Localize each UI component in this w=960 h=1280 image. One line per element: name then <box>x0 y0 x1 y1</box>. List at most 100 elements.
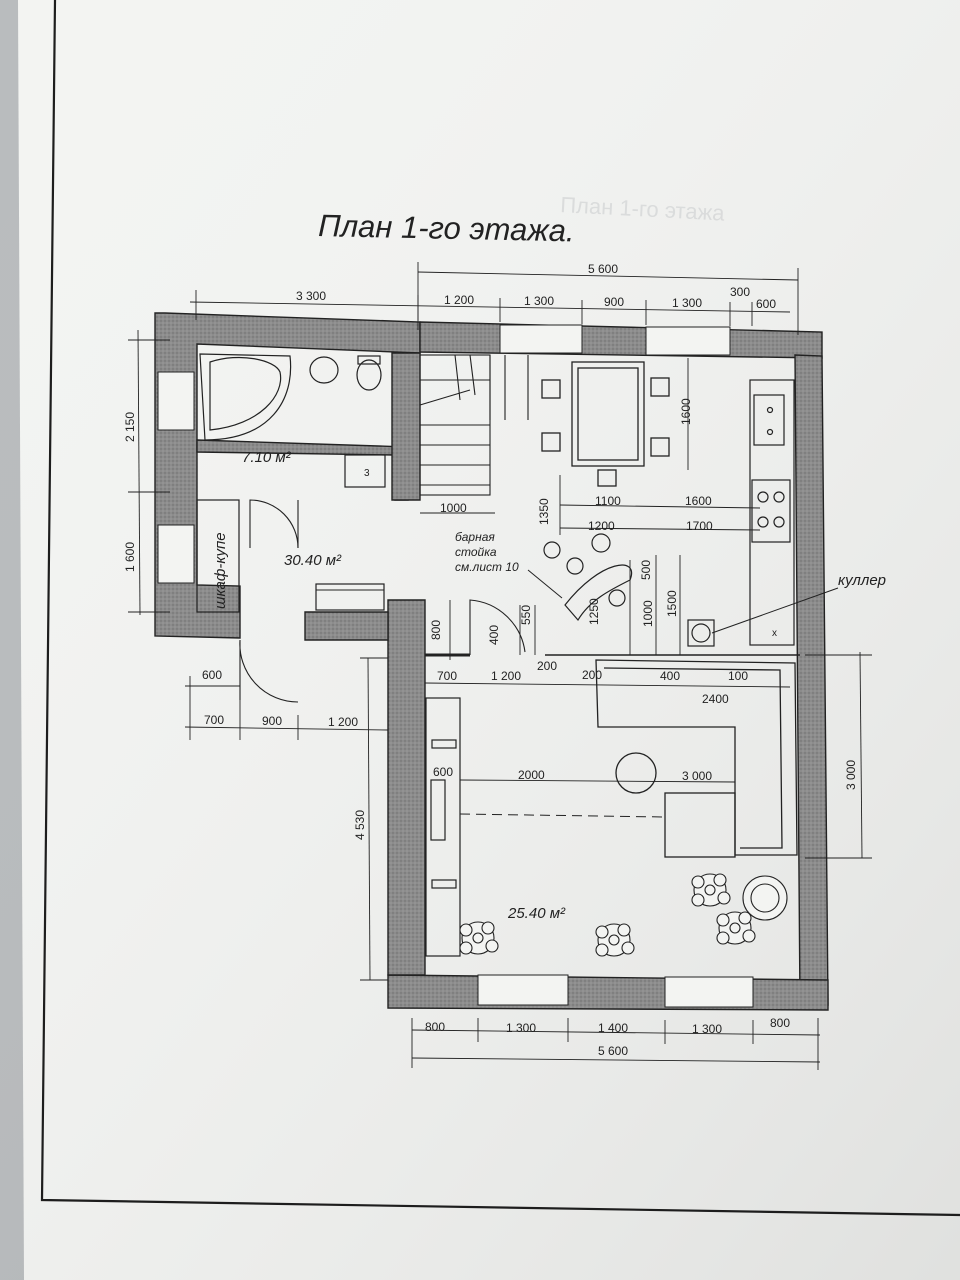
cabinet-mark: 3 <box>364 468 370 479</box>
dim-mid-2400: 2400 <box>702 692 729 706</box>
dim-base-800a: 800 <box>425 1020 445 1034</box>
dim-top-1200: 1 200 <box>444 293 474 307</box>
dim-mid-1200: 1 200 <box>491 669 521 683</box>
corner-bathtub <box>199 353 292 441</box>
window-bottom-2 <box>664 976 754 1008</box>
dimension-lines <box>128 262 872 1070</box>
wardrobe-box <box>196 499 240 613</box>
entrance-bench <box>315 583 385 611</box>
corner-sofa <box>595 659 798 858</box>
page-frame-line <box>40 0 960 1217</box>
dim-top-600: 600 <box>756 297 776 311</box>
bar-label-line3: см.лист 10 <box>455 560 519 574</box>
plan-title: План 1-го этажа. <box>318 208 575 248</box>
staircase <box>419 354 529 496</box>
cooler-label: куллер <box>838 572 886 589</box>
chair <box>597 469 617 487</box>
dim-mid-600: 600 <box>202 668 222 682</box>
dim-h-1100: 1100 <box>595 494 621 508</box>
bathroom-area-label: 7.10 м² <box>242 449 292 466</box>
washbasin <box>309 356 339 384</box>
windows <box>157 324 754 1008</box>
toilet-bowl <box>356 359 382 391</box>
dim-v-800: 800 <box>429 620 443 640</box>
chair <box>650 377 670 397</box>
plant <box>595 923 635 957</box>
fridge-mark: x <box>772 628 777 639</box>
dim-v-1000: 1000 <box>641 600 655 627</box>
window-bottom-1 <box>477 974 569 1006</box>
armchair-round <box>742 875 788 921</box>
dimension-labels: 5 600 3 300 1 200 1 300 900 1 300 300 60… <box>123 262 858 1058</box>
dim-base-1300a: 1 300 <box>506 1021 536 1035</box>
bathroom-door-swing <box>249 499 299 549</box>
dim-bot-700: 700 <box>204 713 224 727</box>
dim-base-1400: 1 400 <box>598 1021 628 1035</box>
dim-h-1700: 1700 <box>686 519 713 533</box>
cooktop <box>751 479 791 543</box>
plant <box>459 921 499 955</box>
bar-label-line2: стойка <box>455 545 497 559</box>
dim-mid-100: 100 <box>728 669 748 683</box>
chair <box>650 437 670 457</box>
dining-set <box>541 361 670 487</box>
dim-v-3000: 3 000 <box>844 760 858 790</box>
cabinet-box <box>344 454 386 488</box>
bar-label-line1: барная <box>455 530 495 544</box>
dim-h-1600: 1600 <box>685 494 712 508</box>
tv-stand <box>425 697 461 957</box>
dim-bot-900: 900 <box>262 714 282 728</box>
chair <box>541 432 561 452</box>
window-left-1 <box>157 371 195 431</box>
dim-base-1300b: 1 300 <box>692 1022 722 1036</box>
dim-bot-1200: 1 200 <box>328 715 358 729</box>
wardrobe-label: шкаф-купе <box>212 532 229 609</box>
sofa-chaise <box>664 792 736 858</box>
dim-v-400: 400 <box>487 625 501 645</box>
dim-v-500: 500 <box>639 560 653 580</box>
dim-in-2000: 2000 <box>518 768 545 782</box>
plant <box>691 873 731 907</box>
toilet-tank <box>357 355 381 365</box>
dim-in-3000: 3 000 <box>682 769 712 783</box>
dim-v-550: 550 <box>519 605 533 625</box>
dim-base-total: 5 600 <box>598 1044 628 1058</box>
dim-top-total: 5 600 <box>588 262 618 276</box>
entrance-door-swing <box>239 639 299 703</box>
dim-h-200b: 200 <box>582 668 602 682</box>
kitchen-sink <box>753 394 785 446</box>
plants <box>459 873 788 957</box>
hall-area-label: 30.40 м² <box>284 552 342 569</box>
coffee-table <box>615 752 657 794</box>
dim-h-1200: 1200 <box>588 519 615 533</box>
water-cooler <box>687 619 715 647</box>
dim-top-left: 3 300 <box>296 289 326 303</box>
dim-v-1500: 1500 <box>665 590 679 617</box>
dim-left-2150: 2 150 <box>123 412 137 442</box>
dim-top-1300a: 1 300 <box>524 294 554 308</box>
dim-mid-400: 400 <box>660 669 680 683</box>
dim-h-200a: 200 <box>537 659 557 673</box>
chair <box>541 379 561 399</box>
kitchen-counter <box>749 379 795 646</box>
dim-top-1300b: 1 300 <box>672 296 702 310</box>
living-room-door-swing <box>469 599 526 655</box>
dim-in-600: 600 <box>433 765 453 779</box>
dim-v-4530: 4 530 <box>353 810 367 840</box>
dim-top-300: 300 <box>730 285 750 299</box>
dining-table <box>571 361 645 467</box>
dim-left-1600: 1 600 <box>123 542 137 572</box>
bathroom-fixtures <box>199 353 386 488</box>
bathtub-inner <box>209 356 282 431</box>
plant <box>716 911 756 945</box>
dim-v-1250: 1250 <box>587 598 601 625</box>
dim-mid-700: 700 <box>437 669 457 683</box>
window-top-2 <box>645 326 731 356</box>
dim-stairs-1000: 1000 <box>440 501 467 515</box>
window-left-2 <box>157 524 195 584</box>
living-area-label: 25.40 м² <box>507 905 566 922</box>
dim-base-800b: 800 <box>770 1016 790 1030</box>
dim-v-1350: 1350 <box>537 498 551 525</box>
